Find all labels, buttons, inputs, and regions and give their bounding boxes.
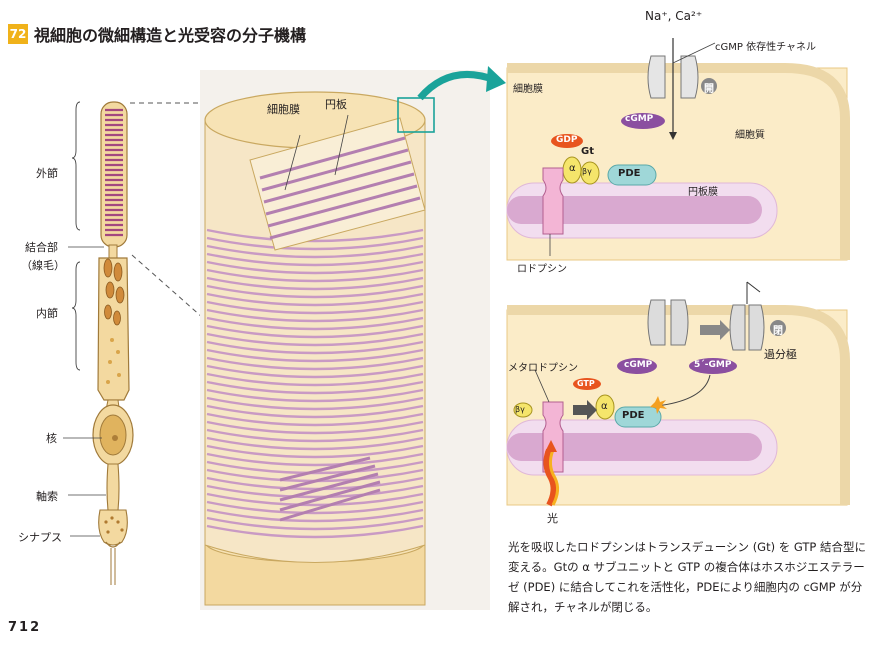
label-cell-membrane-stack: 細胞膜	[267, 103, 300, 116]
beta-gamma-top: βγ	[582, 167, 592, 176]
exposed-discs	[259, 136, 421, 240]
cgmp-bottom: cGMP	[624, 360, 653, 370]
zoom-box	[397, 97, 435, 133]
page-number: 712	[8, 620, 42, 635]
alpha-bottom: α	[601, 401, 608, 412]
arrow-right-icon	[700, 320, 730, 340]
five-gmp-label: 5´-GMP	[694, 360, 732, 370]
label-synapse: シナプス	[18, 531, 62, 544]
zoom-connector-lines	[130, 102, 225, 334]
figure-number-badge: 72	[8, 24, 28, 44]
open-badge: 開	[704, 84, 714, 95]
pde-top: PDE	[618, 168, 641, 179]
figure-title: 72 視細胞の微細構造と光受容の分子機構	[8, 22, 306, 46]
label-light: 光	[547, 512, 558, 525]
label-connecting-cilium: 結合部	[25, 241, 58, 254]
closed-badge: 閉	[773, 326, 783, 337]
mitochondria	[103, 258, 125, 326]
label-hyperpolarization: 過分極	[764, 348, 797, 361]
channel-before	[647, 299, 689, 346]
arrow-gtp-icon	[573, 400, 597, 420]
outer-segment-discs	[105, 108, 123, 237]
label-connecting-cilium-sub: （線毛）	[21, 259, 65, 272]
label-channel: cGMP 依存性チャネル	[715, 42, 816, 53]
label-outer-segment: 外節	[36, 167, 58, 180]
activation-burst-icon	[650, 396, 667, 414]
rod-cell-illustration	[63, 101, 134, 585]
granules	[106, 338, 121, 384]
label-ions: Na⁺, Ca²⁺	[645, 9, 703, 23]
label-nucleus: 核	[46, 432, 57, 445]
cgmp-top: cGMP	[625, 114, 654, 124]
label-cytoplasm: 細胞質	[735, 130, 765, 141]
gdp-label: GDP	[556, 135, 578, 145]
label-metarhodopsin: メタロドプシン	[508, 363, 578, 374]
label-inner-segment: 内節	[36, 307, 58, 320]
gtp-label: GTP	[577, 379, 595, 388]
beta-gamma-bottom: βγ	[515, 405, 525, 414]
label-disc: 円板	[325, 98, 347, 111]
pde-bottom: PDE	[622, 410, 645, 421]
label-disc-membrane: 円板膜	[688, 187, 718, 198]
bottom-exposed-discs	[279, 456, 381, 522]
disc-stack-illustration	[200, 70, 490, 610]
figure-title-text: 視細胞の微細構造と光受容の分子機構	[34, 26, 307, 45]
label-rhodopsin: ロドプシン	[517, 264, 567, 275]
gt-label: Gt	[581, 146, 594, 157]
figure-caption: 光を吸収したロドプシンはトランスデューシン (Gt) を GTP 結合型に変える…	[508, 540, 867, 614]
top-molecular-panel	[506, 38, 850, 261]
alpha-top: α	[569, 163, 576, 174]
teal-arrow-icon	[417, 66, 506, 101]
channel-closed	[729, 304, 765, 351]
bottom-molecular-panel	[506, 281, 850, 507]
label-axon: 軸索	[36, 490, 58, 503]
label-top-cell-membrane: 細胞膜	[513, 84, 543, 95]
cgmp-channel-open	[647, 55, 699, 99]
